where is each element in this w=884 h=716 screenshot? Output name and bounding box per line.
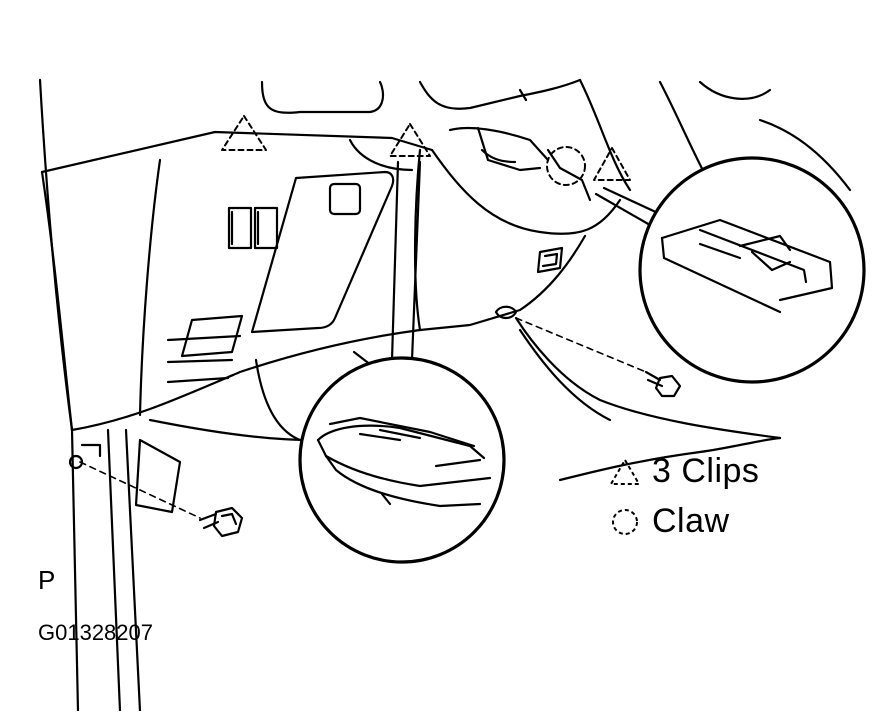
panel-opening [166,170,395,384]
right-bracket [494,246,782,440]
figure-code: G01328207 [38,620,153,645]
door-frame-lines [38,78,142,713]
screw-path-dashed [79,317,647,519]
view-letter: P [38,565,56,595]
callout-leaders [390,160,662,362]
clip-marker-3 [593,147,631,181]
screw-right [644,370,682,398]
clip-marker-1 [221,115,267,151]
screw-left [198,506,244,538]
legend-claw: Claw [608,502,730,541]
claw-detail-callout [638,156,866,384]
legend-clips: 3 Clips [608,452,759,491]
clip-detail-callout [298,356,506,564]
upper-dash-lines [260,78,852,202]
legend-clips-label: 3 Clips [652,452,760,490]
dashed-triangle-icon [609,457,641,485]
left-mount-hole [68,443,102,470]
clip-marker-2 [389,123,431,157]
legend-claw-label: Claw [652,502,730,540]
dashed-circle-icon [612,508,638,535]
claw-marker [546,146,586,186]
lower-panel-cover [40,130,622,432]
